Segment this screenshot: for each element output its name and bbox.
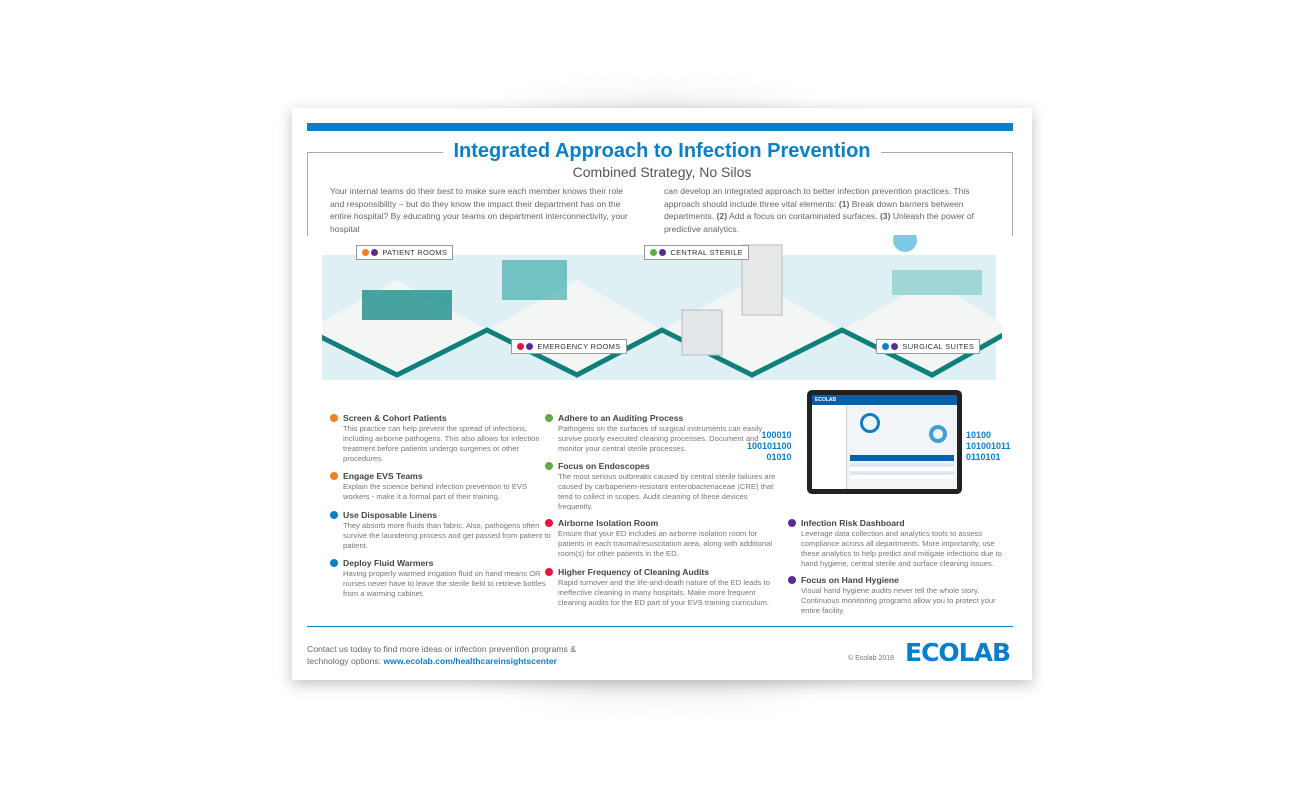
page-subtitle: Combined Strategy, No Silos [572, 164, 752, 180]
ecolab-logo: ECOLAB [905, 638, 1011, 667]
area-label-central-sterile: CENTRAL STERILE [644, 245, 749, 260]
monitor-brand: ECOLAB [812, 395, 957, 405]
footer-contact: Contact us today to find more ideas or i… [307, 644, 576, 666]
page-title: Integrated Approach to Infection Prevent… [292, 140, 1032, 163]
area-label-surgical-suites: SURGICAL SUITES [876, 339, 981, 354]
dashboard-screen: ECOLAB [812, 395, 957, 489]
copyright: © Ecolab 2018 [848, 655, 895, 662]
area-label-patient-rooms: PATIENT ROOMS [356, 245, 454, 260]
intro-col-2: can develop an integrated approach to be… [664, 186, 975, 234]
dashboard-monitor: ECOLAB [807, 390, 962, 494]
top-accent-bar [307, 123, 1013, 131]
intro-col-1: Your internal teams do their best to mak… [330, 186, 628, 234]
footer-divider [307, 626, 1013, 627]
website-link[interactable]: www.ecolab.com/healthcareinsightscenter [383, 656, 557, 666]
isometric-floor-illustration [305, 228, 1014, 380]
infographic-page: Integrated Approach to Infection Prevent… [292, 108, 1032, 680]
hospital-illustration: PATIENT ROOMS EMERGENCY ROOMS CENTRAL ST… [305, 228, 1014, 390]
area-label-emergency-rooms: EMERGENCY ROOMS [511, 339, 627, 354]
